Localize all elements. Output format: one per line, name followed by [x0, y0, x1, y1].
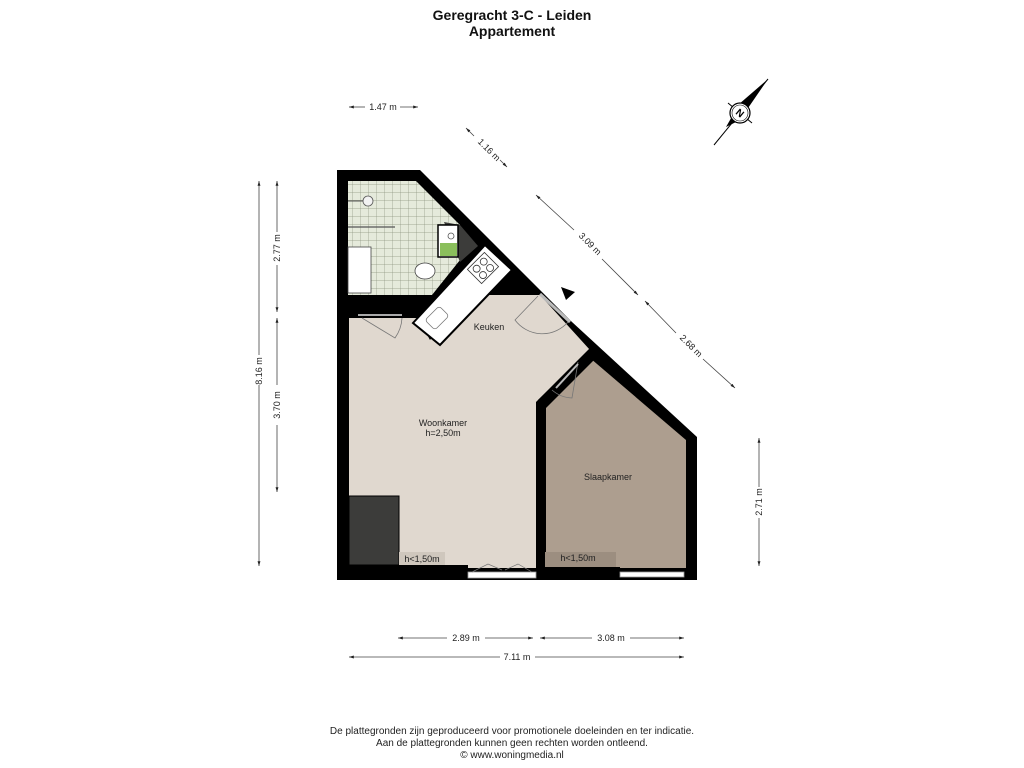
entrance-triangle-icon — [561, 287, 575, 300]
entrance-door — [514, 295, 569, 335]
low-zone-slaapkamer — [545, 552, 616, 567]
dimension-lines — [257, 105, 761, 659]
copyright-link[interactable]: © www.woningmedia.nl — [460, 750, 564, 761]
room-woonkamer — [349, 295, 590, 568]
dim-bottom-left: 2.89 m — [452, 633, 480, 643]
label-keuken: Keuken — [474, 322, 505, 332]
room-badkamer — [347, 181, 478, 295]
toilet-icon — [414, 262, 436, 280]
kitchen-sink-icon — [425, 306, 449, 330]
dim-top-width: 1.47 m — [369, 102, 397, 112]
dim-right-height: 2.71 m — [754, 488, 764, 516]
washbasin-icon — [362, 195, 374, 207]
dim-diag-upper: 3.09 m — [577, 231, 604, 258]
low-zone-woonkamer — [399, 552, 445, 565]
disclaimer-line-1: De plattegronden zijn geproduceerd voor … — [329, 726, 695, 737]
vanity-icon — [347, 246, 372, 294]
label-low-woonkamer: h<1,50m — [404, 554, 439, 564]
dim-diag-lower: 2.68 m — [678, 333, 705, 360]
dim-left-lower: 3.70 m — [272, 391, 282, 419]
label-woonkamer: Woonkamer — [419, 418, 467, 428]
plan-title: Geregracht 3-C - Leiden — [432, 7, 592, 23]
dim-left-upper: 2.77 m — [272, 234, 282, 262]
dim-left-total: 8.16 m — [254, 357, 264, 385]
label-low-slaapkamer: h<1,50m — [560, 553, 595, 563]
label-woonkamer-height: h=2,50m — [425, 428, 460, 438]
dim-bottom-right: 3.08 m — [597, 633, 625, 643]
plan-subtitle: Appartement — [468, 23, 556, 39]
disclaimer-line-2: Aan de plattegronden kunnen geen rechten… — [376, 738, 648, 749]
dim-bottom-total: 7.11 m — [504, 652, 531, 662]
dim-diag-short: 1.16 m — [476, 137, 503, 164]
bathroom-door — [361, 317, 403, 339]
stove-icon — [466, 251, 500, 285]
room-slaapkamer — [545, 358, 686, 568]
north-arrow-icon: N — [713, 78, 769, 146]
kitchen-counter — [411, 243, 514, 347]
bedroom-door — [551, 361, 579, 399]
label-slaapkamer: Slaapkamer — [584, 472, 632, 482]
storage-block — [348, 495, 400, 566]
